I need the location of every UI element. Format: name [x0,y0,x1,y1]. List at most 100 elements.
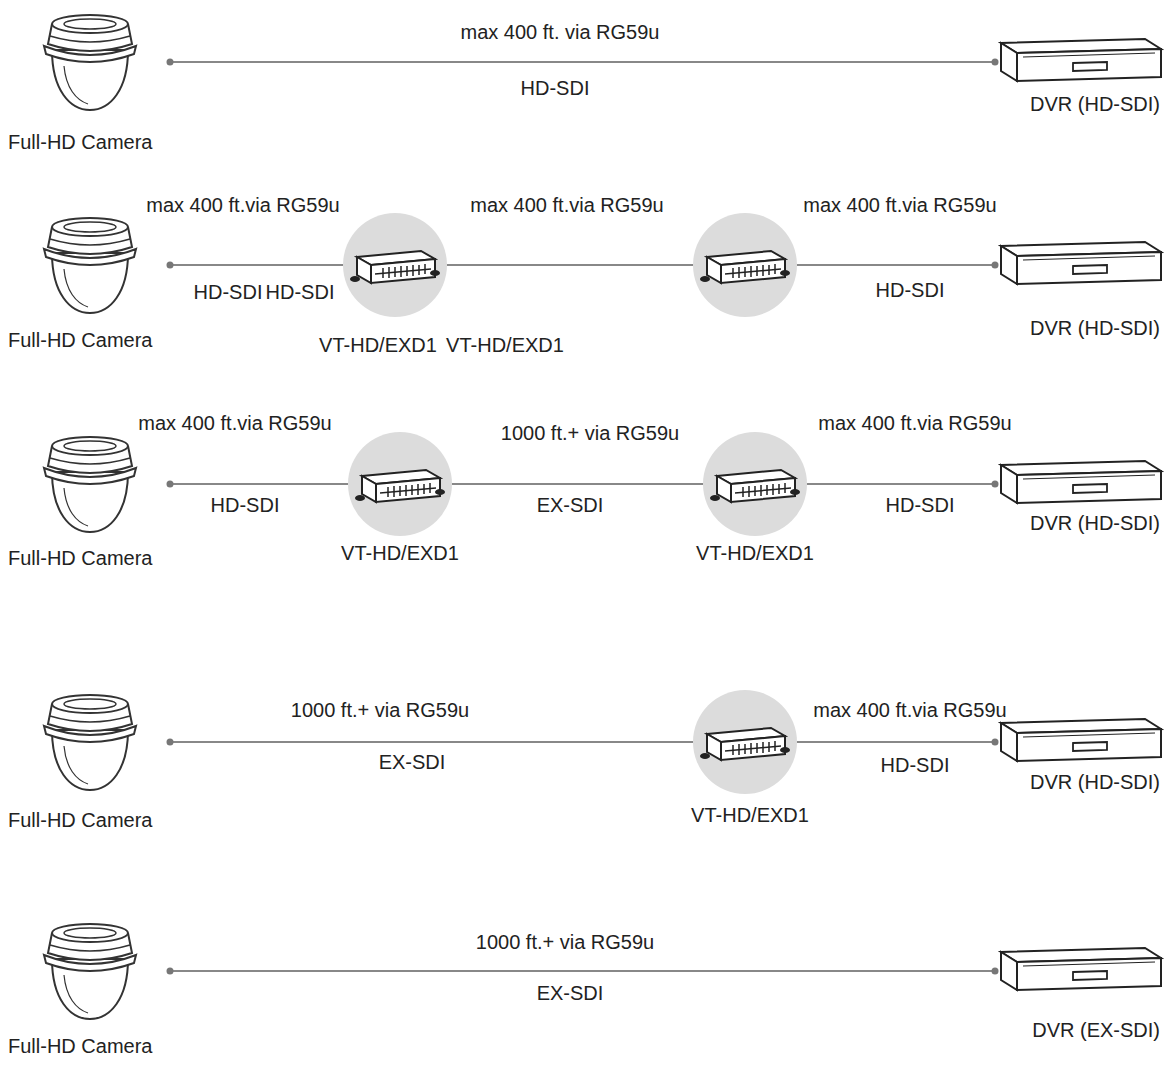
signal-type: HD-SDI [521,76,590,100]
extender-node: VT-HD/EXD1 [348,432,452,536]
cable-line [797,264,995,266]
device-label: VT-HD/EXD1 [319,333,437,357]
cable-line [170,970,995,972]
device-label: DVR (EX-SDI) [1032,1018,1160,1042]
cable-length: max 400 ft.via RG59u [803,193,996,217]
extender-icon [693,690,797,794]
cable-length: max 400 ft.via RG59u [138,411,331,435]
dvr-icon [1001,719,1161,761]
device-label: DVR (HD-SDI) [1030,511,1160,535]
extender-node: VT-HD/EXD1 [693,213,797,317]
cable-length: 1000 ft.+ via RG59u [476,930,654,954]
dvr-node: DVR (EX-SDI) [995,946,1165,996]
dvr-icon [995,459,1165,509]
extender-icon [693,213,797,317]
device-label: DVR (HD-SDI) [1030,770,1160,794]
camera-node: Full-HD Camera [30,10,170,114]
cable-line [170,741,693,743]
cable-line [170,61,995,63]
dvr-node: DVR (HD-SDI) [995,717,1165,767]
device-label: Full-HD Camera [8,328,152,352]
cable-end-dot [167,59,174,66]
dvr-icon [1001,948,1161,990]
device-label: VT-HD/EXD1 [696,541,814,565]
camera-icon [44,15,136,110]
camera-icon [30,690,170,794]
camera-icon [30,919,170,1023]
device-label: VT-HD/EXD1 [446,333,564,357]
dvr-node: DVR (HD-SDI) [995,37,1165,87]
camera-node: Full-HD Camera [30,919,170,1023]
camera-node: Full-HD Camera [30,213,170,317]
extender-icon [693,690,797,794]
cable-line [170,483,348,485]
cable-length: max 400 ft.via RG59u [146,193,339,217]
camera-icon [30,213,170,317]
cable-end-dot [992,59,999,66]
dvr-icon [995,946,1165,996]
device-label: Full-HD Camera [8,546,152,570]
cable-length: max 400 ft. via RG59u [461,20,660,44]
extender-icon [348,432,452,536]
cable-line [452,483,703,485]
dvr-node: DVR (HD-SDI) [995,240,1165,290]
device-label: VT-HD/EXD1 [341,541,459,565]
extender-node: VT-HD/EXD1 [343,213,447,317]
cable-line [797,741,995,743]
extender-icon [348,432,452,536]
camera-icon [44,437,136,532]
cable-length: max 400 ft.via RG59u [813,698,1006,722]
camera-icon [44,218,136,313]
cable-end-dot [992,262,999,269]
signal-type: HD-SDI [194,280,263,304]
dvr-icon [1001,39,1161,81]
camera-icon [44,924,136,1019]
extender-icon [343,213,447,317]
dvr-icon [995,37,1165,87]
dvr-icon [1001,461,1161,503]
device-label: Full-HD Camera [8,1034,152,1058]
cable-end-dot [992,739,999,746]
dvr-node: DVR (HD-SDI) [995,459,1165,509]
cable-length: max 400 ft.via RG59u [470,193,663,217]
extender-node: VT-HD/EXD1 [703,432,807,536]
signal-type: HD-SDI [266,280,335,304]
signal-type: EX-SDI [379,750,446,774]
signal-type: EX-SDI [537,981,604,1005]
cable-length: 1000 ft.+ via RG59u [501,421,679,445]
signal-type: HD-SDI [886,493,955,517]
cable-length: 1000 ft.+ via RG59u [291,698,469,722]
device-label: Full-HD Camera [8,130,152,154]
cable-end-dot [167,739,174,746]
signal-type: HD-SDI [211,493,280,517]
extender-icon [693,213,797,317]
extender-icon [703,432,807,536]
cable-length: max 400 ft.via RG59u [818,411,1011,435]
signal-type: EX-SDI [537,493,604,517]
camera-icon [44,695,136,790]
dvr-icon [995,240,1165,290]
cable-end-dot [167,262,174,269]
cable-line [807,483,995,485]
cable-line [170,264,343,266]
cable-end-dot [167,481,174,488]
cable-end-dot [167,968,174,975]
camera-node: Full-HD Camera [30,690,170,794]
signal-type: HD-SDI [876,278,945,302]
device-label: DVR (HD-SDI) [1030,92,1160,116]
camera-node: Full-HD Camera [30,432,170,536]
device-label: VT-HD/EXD1 [691,803,809,827]
device-label: Full-HD Camera [8,808,152,832]
dvr-icon [1001,242,1161,284]
device-label: DVR (HD-SDI) [1030,316,1160,340]
camera-icon [30,10,170,114]
extender-icon [343,213,447,317]
cable-end-dot [992,481,999,488]
cable-line [447,264,693,266]
signal-type: HD-SDI [881,753,950,777]
dvr-icon [995,717,1165,767]
cable-end-dot [992,968,999,975]
